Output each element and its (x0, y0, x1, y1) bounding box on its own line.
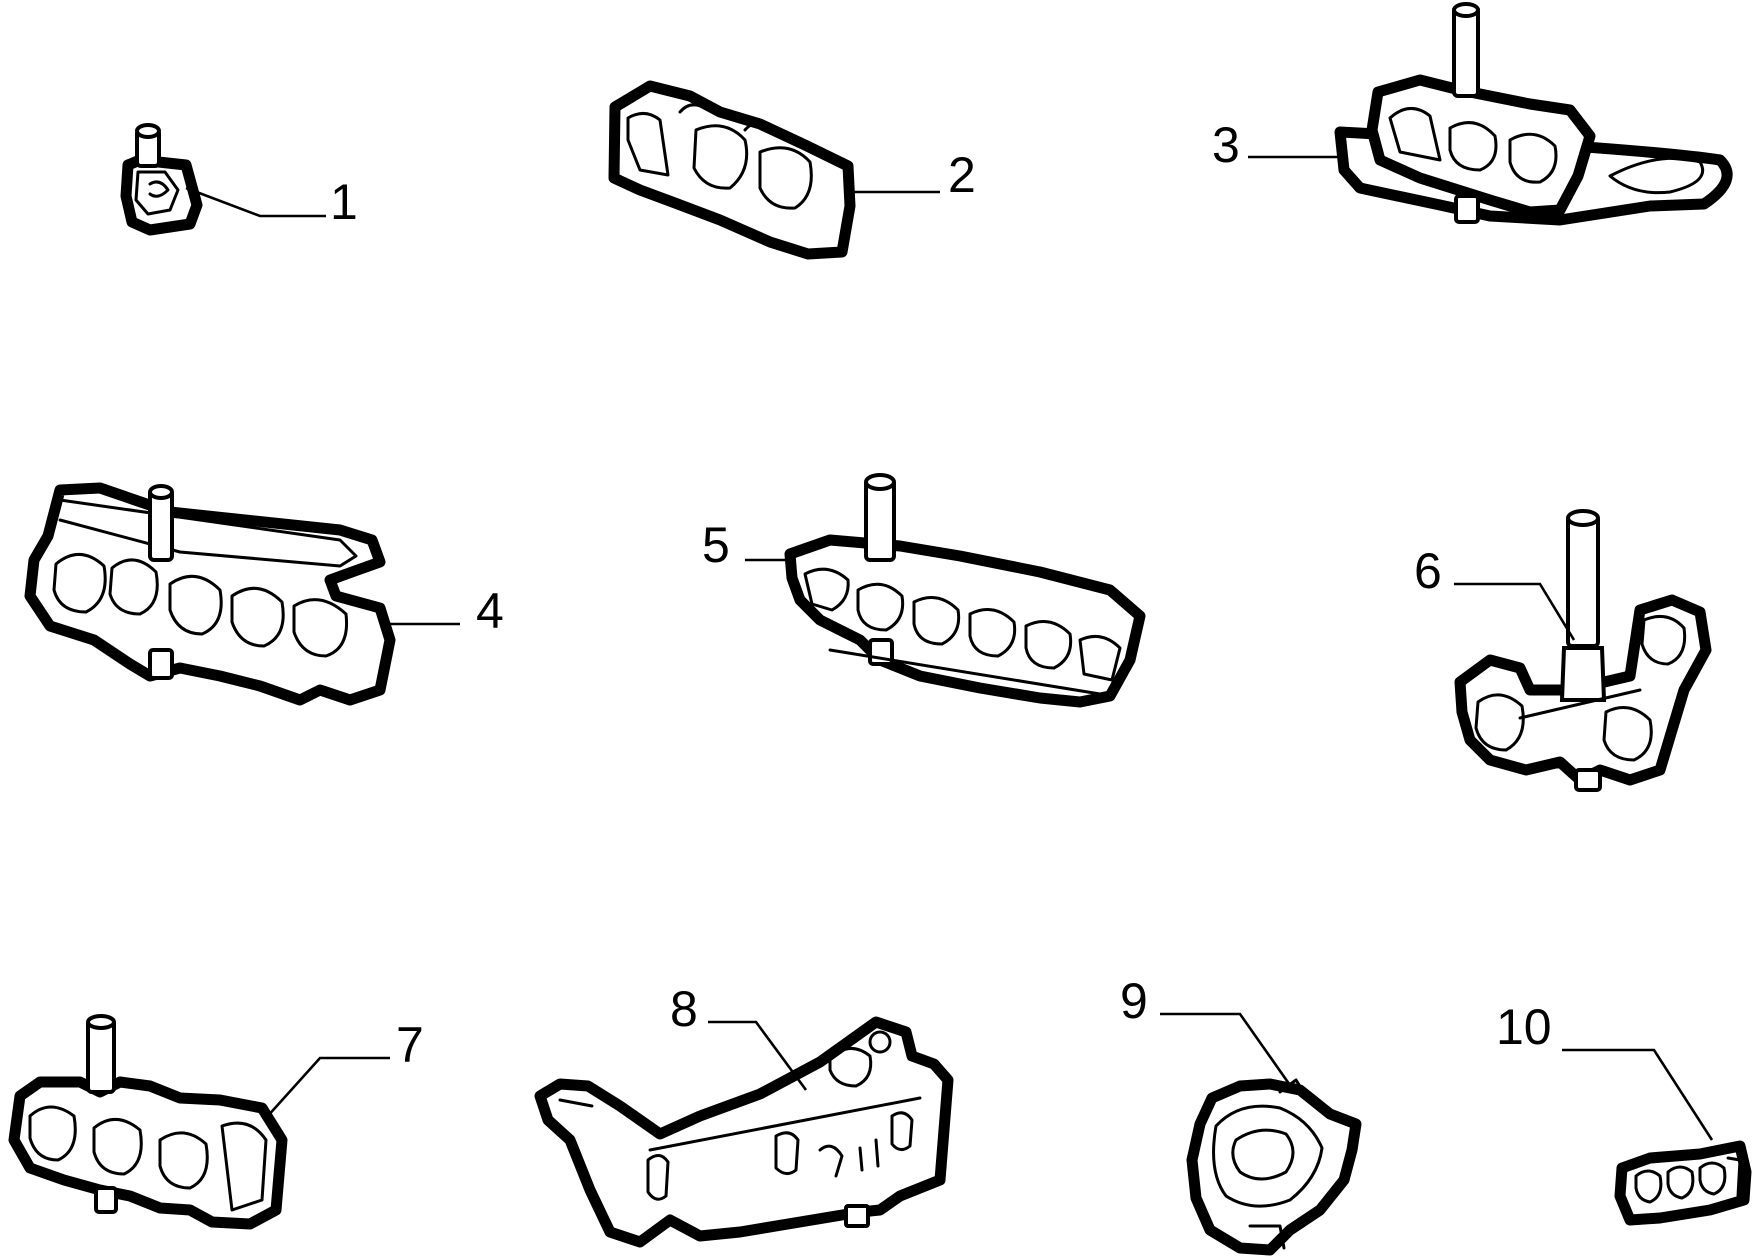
part-7-drawing (8, 1014, 288, 1230)
part-4-drawing (24, 482, 396, 706)
part-1-drawing (120, 123, 203, 236)
part-2-drawing (608, 80, 856, 260)
callout-10: 10 (1496, 999, 1552, 1055)
leader-8 (708, 1020, 808, 1091)
callout-2: 2 (948, 147, 976, 203)
part-5-drawing (784, 473, 1146, 708)
leader-6 (1454, 582, 1576, 641)
leader-1 (185, 186, 326, 218)
callout-9: 9 (1120, 973, 1148, 1029)
callout-3: 3 (1212, 117, 1240, 173)
callout-1: 1 (330, 174, 358, 230)
part-10-drawing (1614, 1140, 1752, 1226)
part-3-drawing (1334, 2, 1733, 226)
callout-8: 8 (670, 981, 698, 1037)
leader-9 (1160, 1012, 1294, 1089)
callout-5: 5 (702, 517, 730, 573)
callout-4: 4 (476, 583, 504, 639)
part-6-drawing (1454, 509, 1712, 792)
callout-7: 7 (396, 1017, 424, 1073)
leader-7 (265, 1056, 390, 1119)
part-8-drawing (534, 1016, 954, 1248)
leader-10 (1562, 1048, 1714, 1141)
part-9-drawing (1186, 1078, 1362, 1256)
callout-6: 6 (1414, 543, 1442, 599)
